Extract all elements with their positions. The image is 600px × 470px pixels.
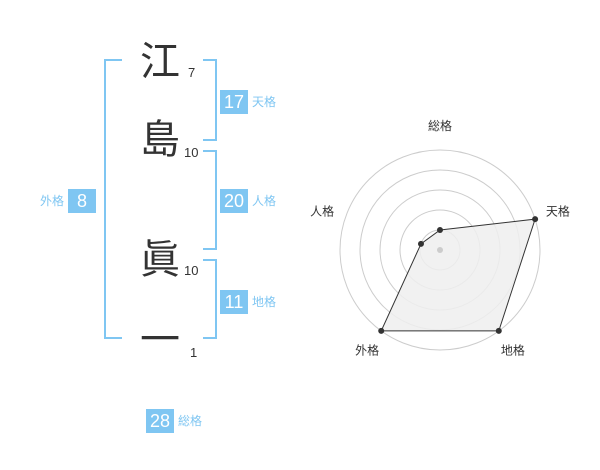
gaikaku-value: 8 <box>68 189 97 213</box>
jinkaku-bracket <box>203 150 217 250</box>
soukaku-label: 総格 <box>178 414 203 428</box>
name-char-3: 眞 <box>140 237 180 283</box>
radar-point <box>417 240 424 247</box>
name-char-2: 島 <box>140 117 180 163</box>
radar-ring <box>339 149 541 351</box>
tenkaku-label: 天格 <box>252 95 277 109</box>
gaikaku-label: 外格 <box>40 194 65 208</box>
chikaku-label: 地格 <box>252 295 277 309</box>
tenkaku-bracket <box>203 59 217 141</box>
radar-axis-label: 天格 <box>546 204 570 219</box>
soukaku-badge: 28 総格 <box>146 409 202 433</box>
radar-axis-label: 人格 <box>310 204 334 219</box>
stroke-count-4: 1 <box>190 345 198 360</box>
radar-point <box>532 216 539 223</box>
jinkaku-badge: 20 人格 <box>220 189 276 213</box>
radar-axis-label: 外格 <box>355 342 379 357</box>
radar-axis-label: 総格 <box>428 118 452 133</box>
radar-axis-label: 地格 <box>501 342 525 357</box>
gaikaku-bracket <box>104 59 122 339</box>
radar-point <box>378 327 385 334</box>
stroke-count-2: 10 <box>184 145 199 160</box>
jinkaku-value: 20 <box>220 189 248 213</box>
soukaku-value: 28 <box>146 409 174 433</box>
tenkaku-badge: 17 天格 <box>220 90 276 114</box>
chikaku-badge: 11 地格 <box>220 290 276 314</box>
chikaku-bracket <box>203 259 217 339</box>
radar-point <box>437 227 443 233</box>
stroke-count-1: 7 <box>188 65 196 80</box>
radar-point <box>495 327 502 334</box>
jinkaku-label: 人格 <box>252 194 277 208</box>
tenkaku-value: 17 <box>220 90 248 114</box>
radar-series-area <box>380 218 536 332</box>
stroke-count-3: 10 <box>184 263 199 278</box>
chikaku-value: 11 <box>220 290 248 314</box>
name-char-1: 江 <box>140 39 180 85</box>
name-char-4: 一 <box>140 317 180 363</box>
radar-center <box>437 247 443 253</box>
